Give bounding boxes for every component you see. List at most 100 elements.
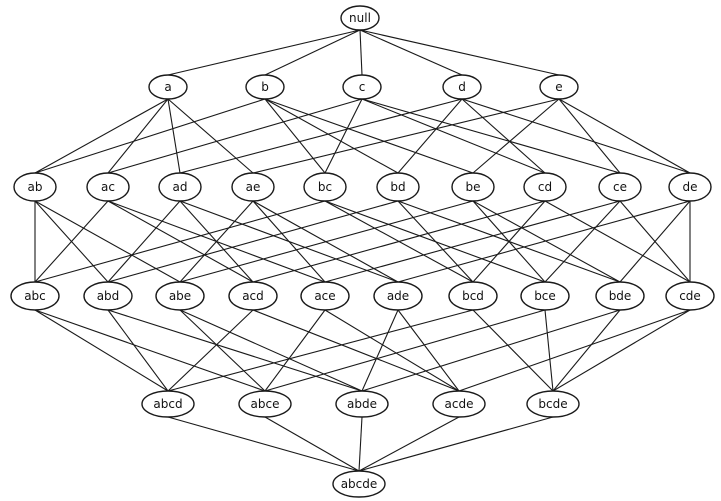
edge-bde-to-abde [361, 309, 621, 392]
node-b: b [245, 74, 285, 100]
node-e: e [539, 74, 579, 100]
node-label: ac [101, 180, 115, 194]
node-bd: bd [376, 172, 420, 202]
edge-be-to-abe [179, 200, 474, 283]
node-label: bcde [538, 397, 567, 411]
node-ellipse [520, 281, 570, 311]
edge-bd-to-bcd [397, 200, 474, 283]
node-label: ad [173, 180, 188, 194]
node-ellipse [373, 281, 423, 311]
node-label: null [349, 11, 371, 25]
node-label: b [261, 80, 269, 94]
node-ellipse [668, 172, 712, 202]
edge-cd-to-acd [252, 200, 546, 283]
node-ace: ace [300, 281, 350, 311]
node-ellipse [238, 390, 292, 418]
node-ad: ad [158, 172, 202, 202]
node-ellipse [245, 74, 285, 100]
edge-c-to-bc [324, 98, 363, 174]
edge-abce-to-abcde [264, 416, 360, 472]
edge-bd-to-abd [107, 200, 399, 283]
node-ellipse [141, 390, 195, 418]
node-label: bcd [462, 289, 484, 303]
edge-b-to-ab [34, 98, 266, 174]
node-ce: ce [598, 172, 642, 202]
node-label: abd [97, 289, 120, 303]
node-ellipse [595, 281, 645, 311]
node-ellipse [526, 390, 580, 418]
node-acd: acd [228, 281, 278, 311]
edge-abc-to-abce [34, 309, 266, 392]
node-abcd: abcd [141, 390, 195, 418]
node-label: abde [347, 397, 377, 411]
edge-null-to-b [264, 29, 361, 76]
edge-ade-to-abde [361, 309, 399, 392]
edge-e-to-de [558, 98, 691, 174]
edge-de-to-bde [619, 200, 691, 283]
node-bde: bde [595, 281, 645, 311]
edge-b-to-bd [264, 98, 399, 174]
node-ellipse [342, 74, 382, 100]
node-ellipse [300, 281, 350, 311]
node-ellipse [432, 390, 486, 418]
node-label: ace [314, 289, 335, 303]
edge-bce-to-bcde [544, 309, 554, 392]
edge-acde-to-abcde [358, 416, 460, 472]
node-ellipse [442, 74, 482, 100]
edge-ce-to-bce [544, 200, 621, 283]
node-ellipse [155, 281, 205, 311]
node-label: abcd [153, 397, 182, 411]
node-abce: abce [238, 390, 292, 418]
edge-null-to-d [359, 29, 463, 76]
node-d: d [442, 74, 482, 100]
node-label: be [466, 180, 481, 194]
node-ellipse [448, 281, 498, 311]
node-label: abe [169, 289, 191, 303]
node-label: ae [246, 180, 261, 194]
node-ac: ac [86, 172, 130, 202]
edge-ace-to-abce [264, 309, 326, 392]
node-abd: abd [83, 281, 133, 311]
edge-d-to-de [461, 98, 691, 174]
edge-b-to-be [264, 98, 474, 174]
edge-bcd-to-bcde [472, 309, 554, 392]
node-ellipse [10, 281, 60, 311]
edge-null-to-c [359, 29, 363, 76]
edge-abd-to-abde [107, 309, 363, 392]
node-label: abcde [341, 477, 378, 491]
node-ellipse [523, 172, 567, 202]
node-abc: abc [10, 281, 60, 311]
edge-null-to-a [167, 29, 361, 76]
node-ellipse [158, 172, 202, 202]
node-ellipse [451, 172, 495, 202]
node-label: a [164, 80, 171, 94]
edge-bcd-to-abcd [167, 309, 474, 392]
node-label: bc [318, 180, 332, 194]
node-label: abce [251, 397, 280, 411]
edge-bc-to-abc [34, 200, 326, 283]
node-ellipse [376, 172, 420, 202]
edge-be-to-bde [472, 200, 621, 283]
node-label: acde [445, 397, 474, 411]
node-label: bce [534, 289, 556, 303]
node-ellipse [148, 74, 188, 100]
node-ellipse [13, 172, 57, 202]
node-ellipse [335, 390, 389, 418]
edge-abe-to-abde [179, 309, 363, 392]
node-ellipse [340, 5, 380, 31]
node-be: be [451, 172, 495, 202]
node-de: de [668, 172, 712, 202]
edge-c-to-ac [107, 98, 363, 174]
node-abcde: abcde [332, 470, 386, 498]
edge-cde-to-acde [458, 309, 691, 392]
edge-a-to-ae [167, 98, 254, 174]
edge-abc-to-abcd [34, 309, 169, 392]
edge-d-to-cd [461, 98, 546, 174]
edge-d-to-bd [397, 98, 463, 174]
node-c: c [342, 74, 382, 100]
node-ellipse [303, 172, 347, 202]
node-label: ce [613, 180, 627, 194]
node-bc: bc [303, 172, 347, 202]
edge-e-to-be [472, 98, 560, 174]
node-label: d [458, 80, 466, 94]
